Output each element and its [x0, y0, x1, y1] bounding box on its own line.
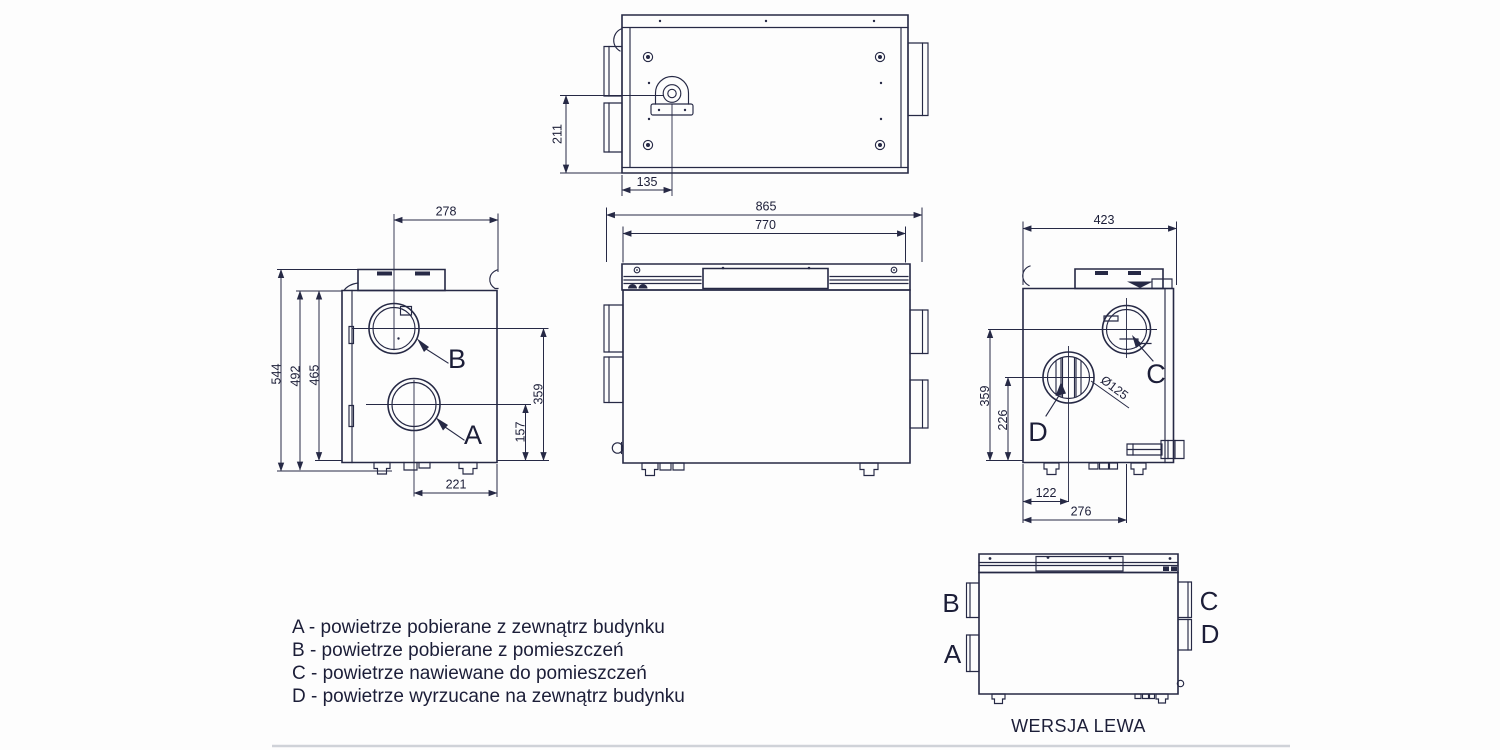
dim-226-value: 226	[996, 410, 1010, 431]
port-a-circle	[366, 379, 531, 497]
top-view-casing	[622, 15, 908, 173]
screws	[643, 52, 884, 149]
port-c-label: C	[1146, 359, 1166, 389]
top-cap	[358, 270, 445, 291]
port-d-leader: D	[1028, 382, 1066, 447]
bottom-bracket	[1127, 441, 1184, 459]
dim-544-value: 544	[270, 364, 284, 385]
dim-211-value: 211	[551, 124, 565, 144]
hanger-wedge	[1127, 281, 1153, 288]
dim-865-value: 865	[756, 200, 777, 214]
dim-157: 157	[514, 404, 529, 461]
front-view: 865 770	[604, 200, 928, 476]
rail-slats	[624, 277, 908, 284]
dim-122-value: 122	[1036, 486, 1057, 500]
legend-item-d: D - powietrze wyrzucane na zewnątrz budy…	[292, 686, 685, 707]
cable-gland-detail	[560, 77, 693, 196]
front-left-duct-stubs	[604, 305, 623, 403]
dim-770: 770	[623, 218, 906, 263]
dim-122: 122	[1022, 486, 1069, 505]
dim-135-value: 135	[637, 175, 658, 189]
legend-item-a: A - powietrze pobierane z zewnątrz budyn…	[292, 617, 665, 638]
port-d-circle	[1005, 346, 1094, 502]
dim-135: 135	[622, 175, 673, 196]
dim-221: 221	[413, 464, 497, 497]
dim-770-value: 770	[755, 218, 776, 232]
rail-handle-plate	[703, 269, 828, 289]
dim-278-value: 278	[436, 205, 457, 219]
casing	[979, 573, 1178, 695]
small-view-stubs	[967, 582, 1192, 672]
port-d-label: D	[1028, 417, 1048, 447]
dim-157-value: 157	[514, 422, 528, 443]
version-caption: WERSJA LEWA	[1011, 716, 1146, 736]
top-cap	[1075, 269, 1163, 289]
right-view-feet	[1044, 463, 1146, 475]
port-a-label: A	[464, 420, 482, 450]
cable-clip	[628, 284, 648, 289]
rail-dots	[658, 19, 876, 23]
legend: A - powietrze pobierane z zewnątrz budyn…	[292, 617, 685, 707]
dim-544: 544	[270, 269, 285, 472]
legend-item-c: C - powietrze nawiewane do pomieszczeń	[292, 663, 647, 684]
corner-flag-left	[344, 283, 358, 291]
side-view-right: C D Ø125 423 359 226 122	[978, 213, 1184, 524]
corner-flag-right	[490, 270, 498, 289]
casing-panel-lines	[622, 28, 908, 168]
legend-item-b: B - powietrze pobierane z pomieszczeń	[292, 640, 624, 661]
dim-278: 278	[393, 205, 498, 273]
front-view-casing	[623, 290, 910, 463]
drain-knob	[612, 443, 622, 454]
port-b-label: B	[448, 344, 466, 374]
port-c-label-small: C	[1200, 586, 1219, 616]
corner-flag	[614, 29, 621, 51]
port-c-circle	[988, 298, 1157, 358]
diameter-label: Ø125	[1091, 373, 1131, 408]
port-b-circle	[352, 214, 549, 354]
dim-492-value: 492	[289, 366, 303, 387]
front-view-feet	[642, 463, 878, 476]
small-view-feet	[992, 680, 1184, 703]
port-b-label-small: B	[942, 588, 959, 618]
side-view-left: B A 278 544 492 465 359	[270, 205, 550, 498]
dim-359-right: 359	[978, 329, 994, 461]
dim-492: 492	[289, 290, 304, 471]
dim-423: 423	[1023, 213, 1177, 285]
port-d-label-small: D	[1201, 619, 1220, 649]
port-b-leader: B	[417, 338, 466, 374]
handle-plate	[1036, 557, 1123, 572]
port-c-leader: C	[1132, 335, 1166, 389]
corner-flag	[1023, 266, 1030, 286]
extension-lines-left	[277, 270, 392, 472]
top-view-duct-stubs	[604, 43, 928, 152]
rail-slats	[979, 563, 1178, 566]
dim-221-value: 221	[446, 478, 467, 492]
dim-865: 865	[607, 200, 923, 263]
dim-276-value: 276	[1071, 505, 1092, 519]
left-view-feet	[374, 463, 477, 475]
hanger-bracket	[1152, 279, 1172, 289]
dim-423-value: 423	[1094, 213, 1115, 227]
port-a-label-small: A	[944, 639, 962, 669]
top-view: 211 135	[551, 15, 929, 196]
dim-276: 276	[1023, 464, 1127, 524]
hinge-lower	[349, 406, 354, 427]
dim-465: 465	[308, 290, 323, 461]
left-version-view: B A C D WERSJA LEWA	[942, 554, 1219, 736]
front-right-duct-stubs	[910, 310, 928, 428]
dim-359-left-value: 359	[532, 384, 546, 405]
port-a-leader: A	[436, 417, 482, 450]
dim-226: 226	[996, 377, 1012, 461]
dim-359-right-value: 359	[978, 386, 992, 407]
dim-465-value: 465	[308, 365, 322, 386]
hinge-upper	[349, 327, 354, 344]
dim-211: 211	[551, 95, 623, 174]
dim-359-left: 359	[532, 328, 547, 461]
